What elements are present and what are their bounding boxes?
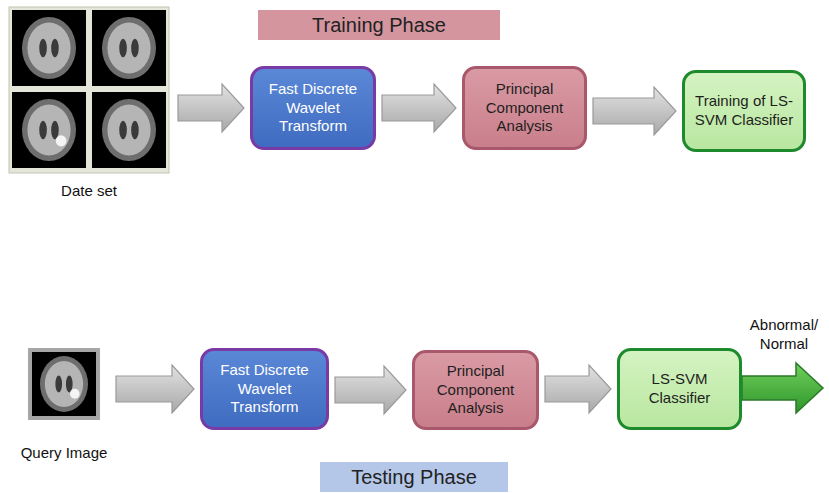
- brain-ventricle: [119, 121, 127, 140]
- mri-thumbnails: [8, 6, 170, 174]
- brain-tissue: [27, 23, 70, 74]
- output-label: Abnormal/ Normal: [745, 316, 823, 354]
- image-caption: Query Image: [21, 444, 108, 463]
- phase-title: Testing Phase: [320, 462, 508, 492]
- brain-tissue: [27, 105, 70, 156]
- flow-arrow: [593, 87, 676, 135]
- brain-ventricle: [51, 121, 59, 140]
- brain-ventricle: [131, 39, 139, 58]
- brain-outline: [22, 17, 76, 79]
- brain-tissue: [107, 105, 150, 156]
- mri-scan: [12, 92, 86, 168]
- brain-outline: [40, 356, 88, 412]
- lesion: [56, 135, 67, 146]
- box-label: Principal Component Analysis: [421, 362, 530, 418]
- image-set: Date set: [6, 6, 172, 201]
- mri-scan: [28, 348, 100, 420]
- box-label: Fast Discrete Wavelet Transform: [209, 361, 320, 417]
- brain-outline: [22, 99, 76, 161]
- output-arrow: [742, 363, 823, 413]
- process-box: Principal Component Analysis: [462, 66, 587, 150]
- mri-scan: [92, 92, 166, 168]
- phase-heading: Training Phase: [312, 13, 446, 37]
- flow-arrow: [335, 366, 406, 414]
- brain-ventricle: [66, 376, 73, 393]
- process-box: Principal Component Analysis: [412, 350, 539, 430]
- brain-outline: [102, 17, 156, 79]
- image-frame: [28, 348, 100, 420]
- flow-arrow: [545, 365, 611, 413]
- brain-outline: [102, 99, 156, 161]
- flow-arrow: [116, 365, 194, 413]
- process-box: Fast Discrete Wavelet Transform: [250, 66, 376, 150]
- mri-scan: [12, 10, 86, 86]
- flow-arrow: [382, 84, 456, 132]
- box-label: Training of LS-SVM Classifier: [691, 92, 797, 130]
- box-label: Principal Component Analysis: [471, 80, 578, 136]
- brain-ventricle: [55, 376, 62, 393]
- box-label: LS-SVM Classifier: [626, 370, 733, 408]
- brain-tissue: [45, 361, 83, 407]
- mri-scan: [92, 10, 166, 86]
- brain-ventricle: [131, 121, 139, 140]
- phase-title: Training Phase: [258, 10, 500, 40]
- query-image: Query Image: [18, 346, 110, 463]
- brain-ventricle: [51, 39, 59, 58]
- brain-ventricle: [39, 39, 47, 58]
- image-caption: Date set: [61, 182, 117, 201]
- lesion: [70, 389, 80, 399]
- brain-tissue: [107, 23, 150, 74]
- flow-arrow: [178, 84, 244, 132]
- box-label: Fast Discrete Wavelet Transform: [259, 80, 367, 136]
- phase-heading: Testing Phase: [351, 465, 477, 489]
- mri-background: [32, 352, 96, 416]
- brain-ventricle: [39, 121, 47, 140]
- process-box: LS-SVM Classifier: [617, 348, 742, 430]
- process-box: Training of LS-SVM Classifier: [682, 70, 806, 152]
- brain-ventricle: [119, 39, 127, 58]
- image-frame: [9, 7, 169, 173]
- process-box: Fast Discrete Wavelet Transform: [200, 348, 329, 430]
